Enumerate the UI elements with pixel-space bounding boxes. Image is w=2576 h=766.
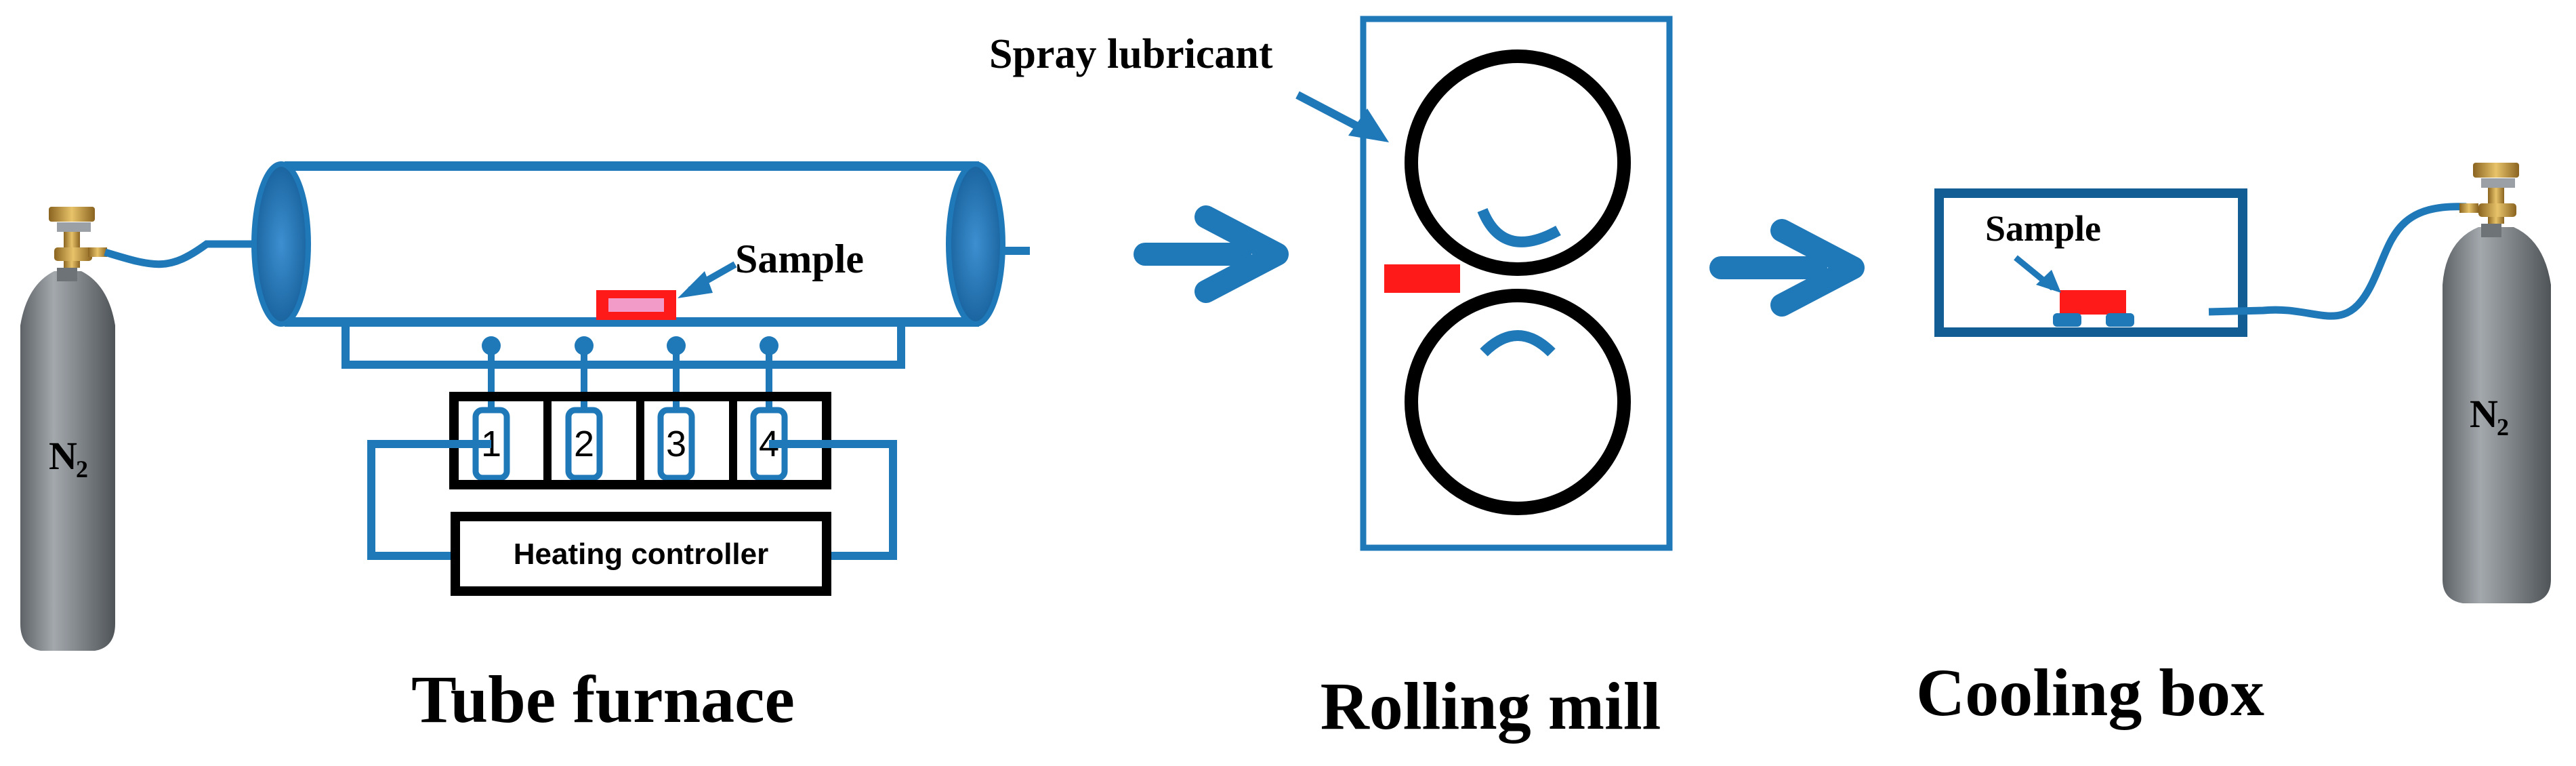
gas-cylinder-icon [20,207,115,651]
thermocouple-2 [565,336,603,481]
heating-controller [451,512,831,596]
flow-arrow-icon [1709,219,1865,317]
gas-subscript-left: 2 [76,456,88,483]
gas-hose-left [104,240,257,268]
cooling-box-frame [1934,188,2247,337]
controller-wire-left [367,440,491,560]
roller-rotation-arrow-bottom [1480,330,1556,357]
tube-furnace-label: Tube furnace [411,662,795,737]
cooling-box-label: Cooling box [1916,655,2264,730]
gas-label-left: N [49,434,77,478]
tube-furnace: Sample 1 2 3 4 [251,161,1030,737]
gas-hose-right [2208,203,2467,320]
heating-controller-label: Heating controller [514,538,769,571]
cooling-sample [2060,290,2126,315]
flow-arrow-icon [1134,205,1289,303]
thermocouple-3 [657,336,695,481]
spray-lubricant-label: Spray lubricant [989,31,1273,77]
spray-pointer-arrowhead [1348,108,1389,142]
gas-subscript-right: 2 [2497,414,2509,441]
gas-cylinder-left: N 2 [20,207,115,651]
rolling-mill: Spray lubricant Rolling mill [989,16,1673,744]
tube-end-cap-left [251,161,311,327]
mill-frame [1360,16,1673,551]
gas-cylinder-icon [2443,163,2551,603]
cooling-sample-pointer-head [2036,270,2061,293]
gas-cylinder-right: N 2 [2443,163,2551,603]
zone-label-2: 2 [574,424,594,464]
tube-end-cap-right [946,161,1005,327]
cooling-sample-support-left [2053,313,2081,327]
roller-icon [1405,49,1631,276]
roller-rotation-arrow-top [1477,207,1561,247]
furnace-sample-label: Sample [735,237,864,281]
sample-block-icon [596,290,676,320]
zone-label-3: 3 [666,424,686,464]
mill-sample [1384,264,1460,293]
cooling-sample-support-right [2106,313,2134,327]
cooling-sample-label: Sample [1985,208,2101,249]
rolling-mill-label: Rolling mill [1321,668,1661,744]
roller-icon [1405,289,1631,515]
cooling-box: Sample Cooling box [1916,188,2264,730]
sample-pointer-arrowhead [678,271,713,298]
controller-wire-right [769,440,897,560]
furnace-support-frame [341,322,905,369]
gas-label-right: N [2470,392,2498,436]
